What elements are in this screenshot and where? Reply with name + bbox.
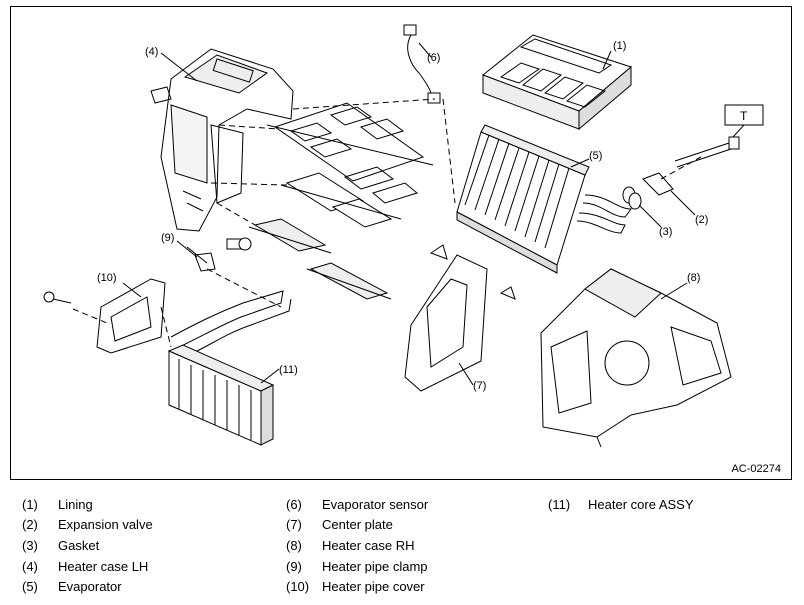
tool-t-label: T <box>740 109 748 123</box>
mode-doors-part <box>248 102 434 300</box>
heater-core-part <box>167 290 292 446</box>
callout-labels: (1) (2) (3) (4) (5) (6) (7) (8) (9) (10)… <box>97 40 748 392</box>
callout-3: (3) <box>659 226 672 238</box>
callout-4: (4) <box>145 46 158 58</box>
parts-legend: (1)Lining (2)Expansion valve (3)Gasket (… <box>0 495 804 605</box>
legend-item: (8)Heater case RH <box>286 538 415 553</box>
assembly-lines <box>72 98 702 348</box>
evaporator-part <box>456 124 632 274</box>
callout-9: (9) <box>161 232 174 244</box>
legend-item: (11)Heater core ASSY <box>548 497 694 512</box>
legend-item: (7)Center plate <box>286 517 393 532</box>
heater-pipe-cover-part <box>43 278 166 354</box>
gasket-part <box>622 186 642 210</box>
lining-part <box>482 34 633 131</box>
heater-pipe-clamp-part <box>186 237 252 272</box>
legend-item: (2)Expansion valve <box>22 517 153 532</box>
leader-lines <box>122 42 696 386</box>
expansion-valve-part <box>642 136 740 196</box>
callout-6: (6) <box>427 52 440 64</box>
legend-item: (3)Gasket <box>22 538 100 553</box>
callout-10: (10) <box>97 272 117 284</box>
legend-item: (10)Heater pipe cover <box>286 579 425 594</box>
center-plate-part <box>404 244 516 392</box>
evaporator-sensor-part <box>403 24 441 104</box>
legend-item: (1)Lining <box>22 497 93 512</box>
legend-item: (5)Evaporator <box>22 579 122 594</box>
legend-item: (9)Heater pipe clamp <box>286 559 428 574</box>
callout-8: (8) <box>687 272 700 284</box>
exploded-view-drawing: (1) (2) (3) (4) (5) (6) (7) (8) (9) (10)… <box>43 24 764 448</box>
callout-2: (2) <box>695 214 708 226</box>
diagram-frame: (1) (2) (3) (4) (5) (6) (7) (8) (9) (10)… <box>10 6 792 480</box>
legend-item: (6)Evaporator sensor <box>286 497 429 512</box>
callout-1: (1) <box>613 40 626 52</box>
heater-case-rh-part <box>540 268 732 448</box>
callout-5: (5) <box>589 150 602 162</box>
heater-case-lh-part <box>150 48 294 232</box>
callout-7: (7) <box>473 380 486 392</box>
figure-code: AC-02274 <box>731 463 781 475</box>
legend-item: (4)Heater case LH <box>22 559 149 574</box>
callout-11: (11) <box>279 364 298 376</box>
